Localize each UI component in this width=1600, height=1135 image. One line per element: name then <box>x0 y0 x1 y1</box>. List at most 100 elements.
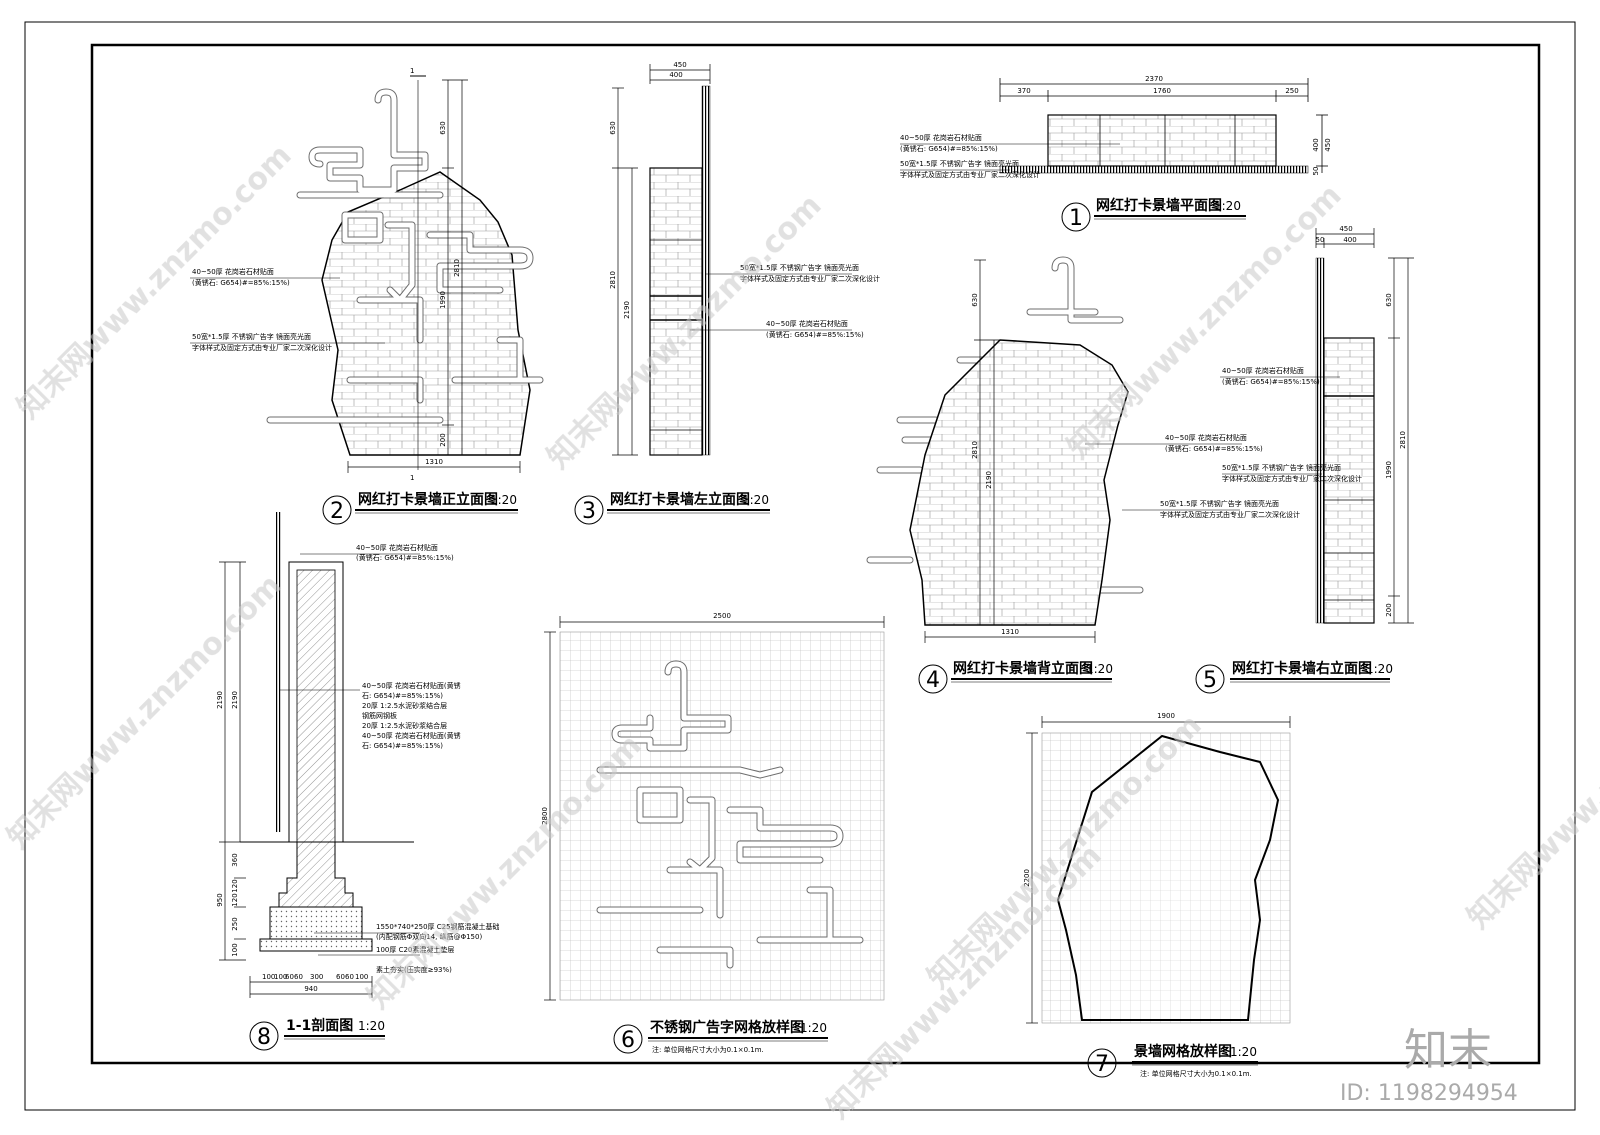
section-dim-2190a: 2190 <box>216 691 224 709</box>
section-letter-strip <box>276 512 281 832</box>
plan-note-3: 50宽*1.5厚 不锈钢广告字 镜面亮光面 <box>900 159 1019 168</box>
left-note-3: 40~50厚 花岗岩石材贴面 <box>766 319 848 328</box>
view-4-title: 网红打卡景墙背立面图 <box>953 660 1093 677</box>
section-note-11: (内配钢筋Φ双向14, 纵筋@Φ150) <box>376 932 482 941</box>
back-wall-outline <box>909 339 1129 626</box>
view-5-scale: 1:20 <box>1366 662 1393 676</box>
view-7-wall-grid: 1900 2200 7 景墙网格放样图 1:20 注: 单位网格尺寸大小为0.1… <box>1023 712 1291 1078</box>
view-8-section: 2190 2190 360 950 120 120 250 100 100 10… <box>216 512 500 1051</box>
left-dim-400: 400 <box>669 71 682 79</box>
section-note-1: 40~50厚 花岗岩石材贴面 <box>356 543 438 552</box>
front-dim-1990: 1990 <box>439 291 447 309</box>
view-8-number: 8 <box>257 1025 271 1050</box>
section-dim-250: 250 <box>231 917 239 930</box>
view-3-number: 3 <box>582 499 596 524</box>
right-dim-50: 50 <box>1316 236 1325 244</box>
view-4-number: 4 <box>926 668 940 693</box>
back-dim-2810: 2810 <box>971 441 979 459</box>
section-note-9: 石: G654)#=85%:15%) <box>362 742 443 750</box>
section-dim-100: 100 <box>231 943 239 956</box>
section-dim-360: 360 <box>231 853 239 866</box>
plan-dim-strip: 50 <box>1312 167 1320 176</box>
right-dim-1990: 1990 <box>1385 461 1393 479</box>
view-5-title: 网红打卡景墙右立面图 <box>1232 660 1372 677</box>
view-2-title: 网红打卡景墙正立面图 <box>358 491 498 508</box>
view-4-scale: 1:20 <box>1086 662 1113 676</box>
section-dim-120a: 120 <box>231 879 239 892</box>
front-note-1: 40~50厚 花岗岩石材贴面 <box>192 267 274 276</box>
back-note-1: 40~50厚 花岗岩石材贴面 <box>1165 433 1247 442</box>
view-5-right-elevation: 450 50 400 630 2810 1990 200 40~50厚 花岗岩石… <box>1195 225 1414 694</box>
front-note-3: 50宽*1.5厚 不锈钢广告字 镜面亮光面 <box>192 332 311 341</box>
view-2-scale: 1:20 <box>490 493 517 507</box>
view-2-front-elevation: 1 1 630 2810 1990 200 1310 40~50厚 花岗岩石材贴… <box>190 67 544 525</box>
plan-dim-mid: 1760 <box>1153 87 1171 95</box>
plan-dim-depth2: 450 <box>1324 138 1332 151</box>
front-note-2: (黄锈石: G654)#=85%:15%) <box>192 278 290 287</box>
section-note-12: 100厚 C20素混凝土垫层 <box>376 945 454 954</box>
plan-dim-left: 370 <box>1017 87 1030 95</box>
view-1-number: 1 <box>1069 206 1083 231</box>
back-dim-2190: 2190 <box>985 471 993 489</box>
plan-wall <box>1047 114 1277 167</box>
left-dim-2810: 2810 <box>609 271 617 289</box>
left-note-1: 50宽*1.5厚 不锈钢广告字 镜面亮光面 <box>740 263 859 272</box>
front-note-4: 字体样式及固定方式由专业厂家二次深化设计 <box>192 343 332 352</box>
view-7-number: 7 <box>1095 1052 1109 1077</box>
right-dim-200: 200 <box>1385 603 1393 616</box>
right-dim-630: 630 <box>1385 293 1393 306</box>
section-note-4: 石: G654)#=85%:15%) <box>362 692 443 700</box>
grid7-dim-height: 2200 <box>1023 869 1031 887</box>
watermark-4: 知末网www.znzmo.com <box>1 568 289 856</box>
right-dim-400: 400 <box>1343 236 1356 244</box>
left-note-2: 字体样式及固定方式由专业厂家二次深化设计 <box>740 274 880 283</box>
view-8-scale: 1:20 <box>358 1019 385 1033</box>
view-4-back-elevation: 630 2810 2190 1310 40~50厚 花岗岩石材贴面 (黄锈石: … <box>866 256 1300 694</box>
view-3-title: 网红打卡景墙左立面图 <box>610 491 750 508</box>
section-bdim-6: 60 <box>336 973 345 981</box>
view-7-note: 注: 单位网格尺寸大小为0.1×0.1m. <box>1140 1069 1252 1078</box>
right-note-1: 40~50厚 花岗岩石材贴面 <box>1222 366 1304 375</box>
plan-note-4: 字体样式及固定方式由专业厂家二次深化设计 <box>900 170 1040 179</box>
back-note-3: 50宽*1.5厚 不锈钢广告字 镜面亮光面 <box>1160 499 1279 508</box>
wall-grid <box>1041 732 1291 1024</box>
plan-dim-right: 250 <box>1285 87 1298 95</box>
section-note-5: 20厚 1:2.5水泥砂浆结合层 <box>362 701 447 710</box>
section-footing <box>278 841 354 908</box>
view-7-scale: 1:20 <box>1230 1045 1257 1059</box>
grid6-dim-height: 2800 <box>541 807 549 825</box>
right-note-4: 字体样式及固定方式由专业厂家二次深化设计 <box>1222 474 1362 483</box>
letter-grid <box>559 631 885 1001</box>
plan-note-1: 40~50厚 花岗岩石材贴面 <box>900 133 982 142</box>
section-note-6: 钢筋网钢板 <box>362 711 397 720</box>
back-dim-630: 630 <box>971 293 979 306</box>
view-7-title: 景墙网格放样图 <box>1134 1043 1232 1060</box>
view-8-title: 1-1剖面图 <box>286 1017 353 1034</box>
section-dim-940: 940 <box>304 985 317 993</box>
section-dim-120b: 120 <box>231 893 239 906</box>
section-note-2: (黄锈石: G654)#=85%:15%) <box>356 553 454 562</box>
back-note-4: 字体样式及固定方式由专业厂家二次深化设计 <box>1160 510 1300 519</box>
left-dim-630: 630 <box>609 121 617 134</box>
view-3-scale: 1:20 <box>742 493 769 507</box>
front-dim-200: 200 <box>439 433 447 446</box>
view-3-left-elevation: 450 400 630 2810 2190 50宽*1.5厚 不锈钢广告字 镜面… <box>574 61 880 525</box>
section-bdim-8: 100 <box>355 973 368 981</box>
section-note-10: 1550*740*250厚 C25钢筋混凝土基础 <box>376 922 500 931</box>
section-bdim-1: 100 <box>262 973 275 981</box>
left-note-4: (黄锈石: G654)#=85%:15%) <box>766 330 864 339</box>
front-dim-1310: 1310 <box>425 458 443 466</box>
back-dim-1310: 1310 <box>1001 628 1019 636</box>
right-note-2: (黄锈石: G654)#=85%:15%) <box>1222 377 1320 386</box>
right-letter-strip <box>1315 257 1325 624</box>
left-dim-2190: 2190 <box>623 301 631 319</box>
front-dim-630: 630 <box>439 121 447 134</box>
watermark-7: 知末网www.znzmo.com <box>1461 648 1600 936</box>
right-note-3: 50宽*1.5厚 不锈钢广告字 镜面亮光面 <box>1222 463 1341 472</box>
watermark-brand: 知末 <box>1404 1025 1492 1076</box>
section-dim-950: 950 <box>216 893 224 906</box>
section-core <box>296 569 336 843</box>
wall-grid-shape <box>1056 734 1280 1021</box>
back-note-2: (黄锈石: G654)#=85%:15%) <box>1165 444 1263 453</box>
